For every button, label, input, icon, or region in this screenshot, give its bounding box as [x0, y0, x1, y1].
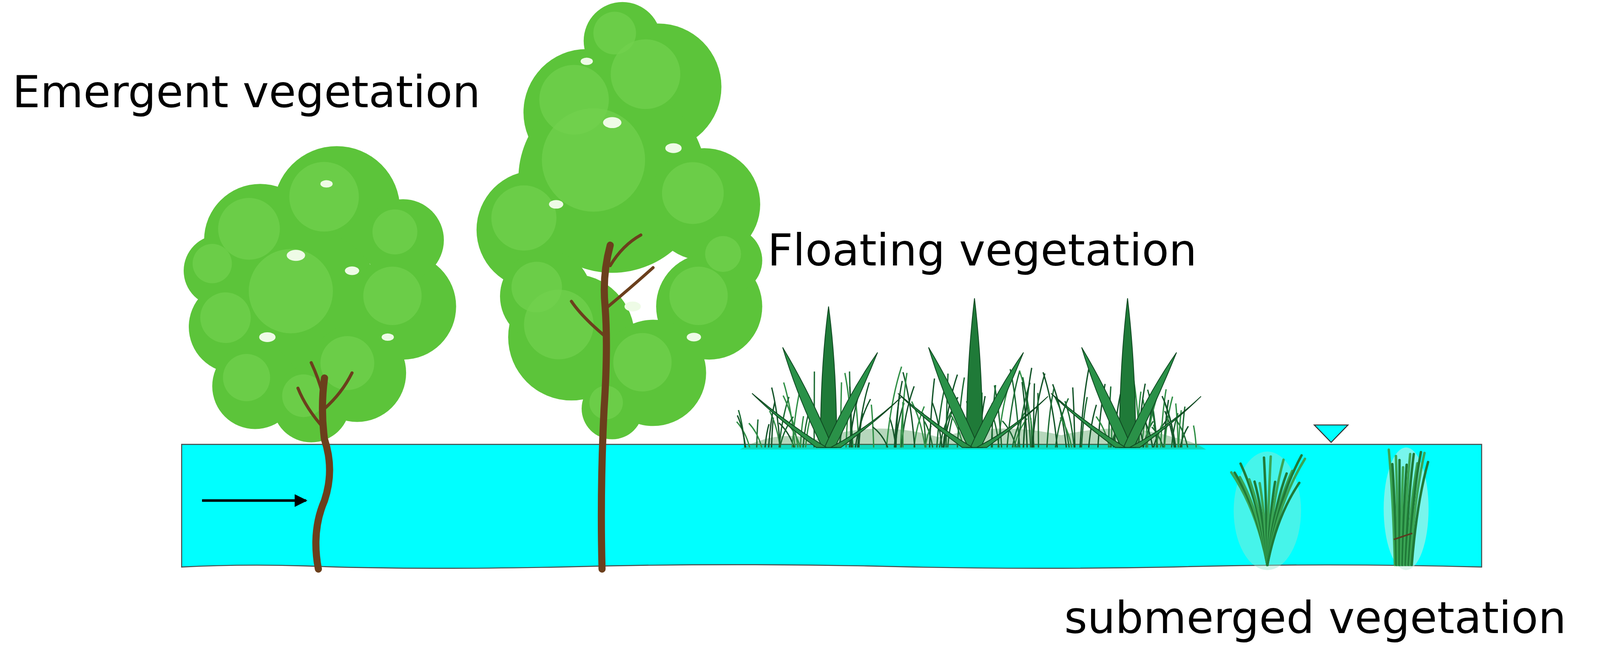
submerged-leaf [1411, 461, 1428, 565]
leaf-highlight [613, 332, 672, 392]
leaf-highlight [248, 248, 333, 333]
leaf-highlight [200, 292, 251, 343]
floating-leaf [782, 346, 833, 447]
floating-leaf [928, 346, 979, 447]
tree-trunk [601, 244, 611, 569]
grass-blade [900, 372, 907, 448]
canopy-gap [344, 266, 360, 275]
leaf-highlight [593, 11, 637, 55]
tree-branch [311, 362, 323, 393]
leaf-highlight [363, 266, 422, 325]
submerged-leaf [1395, 455, 1399, 565]
water-level-symbol [1314, 424, 1348, 443]
submerged-leaf [1267, 458, 1305, 565]
canopy-gap [320, 180, 333, 188]
submerged-leaf [1234, 472, 1268, 565]
floating-leaf [824, 352, 878, 447]
leaf-highlight [218, 197, 280, 260]
floating-leaf [830, 396, 902, 448]
grass-blade [1162, 395, 1176, 448]
grass-blade [903, 372, 915, 448]
leaf-highlight [704, 235, 741, 273]
leaf-highlight [491, 185, 557, 251]
grass-blade [1046, 388, 1054, 448]
canopy-gap [548, 199, 564, 209]
grass-blade [1079, 368, 1089, 448]
canopy-gap [665, 143, 682, 154]
canopy-gap [580, 57, 594, 65]
submerged-leaf [1267, 482, 1300, 565]
grass-blade [855, 398, 871, 448]
emergent-tree [476, 2, 763, 569]
leaf-highlight [541, 108, 646, 212]
submerged-leaf [1239, 476, 1268, 565]
canopy-gap [686, 332, 702, 342]
canopy-gap [381, 333, 395, 341]
floating-leaf [1081, 346, 1132, 447]
grass-blade [1072, 387, 1075, 448]
grass-blade [748, 423, 762, 448]
canopy-gap [624, 301, 641, 312]
vegetation-label: Emergent vegetation [12, 65, 481, 119]
plant-tie [1393, 532, 1413, 539]
floating-vegetation [736, 298, 1207, 450]
floating-leaf [1129, 396, 1202, 448]
leaf-highlight [372, 209, 418, 255]
leaf-highlight [192, 243, 232, 283]
grass-blade [764, 423, 769, 448]
grass-blade [1033, 383, 1035, 448]
tree-branch [608, 267, 654, 307]
grass-blade [1174, 417, 1188, 448]
plant-halo [1383, 447, 1429, 570]
tree-branch [610, 234, 641, 266]
grass-blade [1175, 403, 1179, 448]
floating-leaf [752, 392, 827, 447]
floating-leaf [1051, 392, 1126, 447]
floating-leaf [976, 396, 1049, 448]
tree-branch [571, 301, 607, 337]
grass-blade [929, 378, 935, 448]
plant-halo [1233, 451, 1301, 570]
leaf-highlight [669, 266, 728, 325]
grass-blade [1042, 372, 1058, 448]
grass-blade [1023, 367, 1032, 448]
grass-blade [924, 421, 933, 448]
vegetation-label: Floating vegetation [767, 223, 1197, 277]
submerged-plants [1231, 447, 1429, 570]
floating-leaf [1123, 352, 1177, 447]
floating-leaf [970, 352, 1024, 447]
leaf-highlight [511, 261, 563, 313]
canopy-gap [259, 332, 276, 342]
leaf-highlight [662, 161, 724, 224]
grass-blade [871, 404, 874, 448]
canopy-gap [286, 249, 305, 261]
leaf-highlight [222, 353, 270, 401]
flow-arrow [201, 499, 307, 502]
grass-blade [1031, 373, 1045, 448]
grass-blade [1052, 383, 1067, 448]
grass-blade [1193, 425, 1197, 448]
emergent-tree [183, 145, 457, 569]
grass-blade [993, 417, 1000, 447]
submerged-leaf [1240, 463, 1268, 565]
vegetation-label: submerged vegetation [1064, 591, 1567, 645]
leaf-highlight [289, 161, 359, 232]
grass-blade [1037, 392, 1039, 448]
grass-blade [737, 414, 746, 447]
grass-blade [1060, 417, 1072, 447]
grass-blade [872, 426, 888, 448]
tree-canopy [476, 2, 763, 440]
tree-branch [298, 387, 325, 429]
canopy-gap [602, 116, 622, 128]
tree-branch [324, 372, 353, 409]
grass-blade [886, 366, 902, 448]
floating-leaf [898, 392, 973, 447]
